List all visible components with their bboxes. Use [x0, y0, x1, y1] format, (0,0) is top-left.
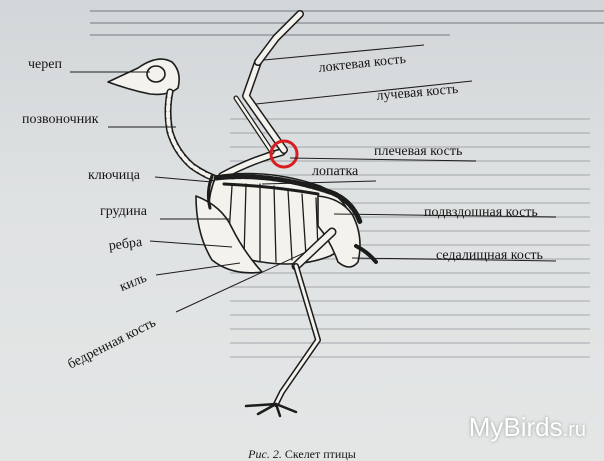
label-scapula: лопатка — [312, 164, 359, 179]
tail — [354, 244, 378, 264]
leader-ulna — [263, 44, 425, 61]
scapula-bone — [222, 182, 320, 196]
figure-caption: Рис. 2. Скелет птицы — [0, 447, 604, 461]
clavicle-bone — [206, 174, 214, 210]
watermark-name: MyBirds — [468, 412, 563, 442]
leader-ribs — [149, 240, 233, 248]
figure-number: Рис. 2. — [248, 447, 282, 461]
leader-humerus — [289, 157, 477, 162]
highlight-circle — [269, 139, 299, 169]
leg-bones — [273, 263, 321, 407]
label-ilium: подвздошная кость — [424, 205, 538, 220]
label-humerus: плечевая кость — [374, 144, 463, 159]
spine — [213, 174, 363, 225]
foot — [244, 402, 298, 418]
figure-title: Скелет птицы — [284, 447, 356, 461]
leader-ischium — [351, 257, 557, 262]
label-sternum: грудина — [100, 204, 147, 219]
label-clavicle: ключица — [88, 168, 140, 183]
watermark-domain: .ru — [562, 419, 586, 441]
leader-clavicle — [154, 176, 213, 183]
watermark-logo: MyBirds.ru — [469, 412, 586, 443]
background-text-top — [90, 0, 604, 52]
leader-keel — [155, 262, 241, 276]
label-ischium: седалищная кость — [436, 248, 543, 263]
leader-radius — [255, 80, 473, 105]
leader-femur — [175, 251, 307, 313]
label-spine: позвоночник — [22, 112, 99, 127]
label-skull: череп — [28, 57, 62, 72]
leader-ilium — [333, 213, 557, 218]
leader-scapula — [261, 180, 377, 185]
